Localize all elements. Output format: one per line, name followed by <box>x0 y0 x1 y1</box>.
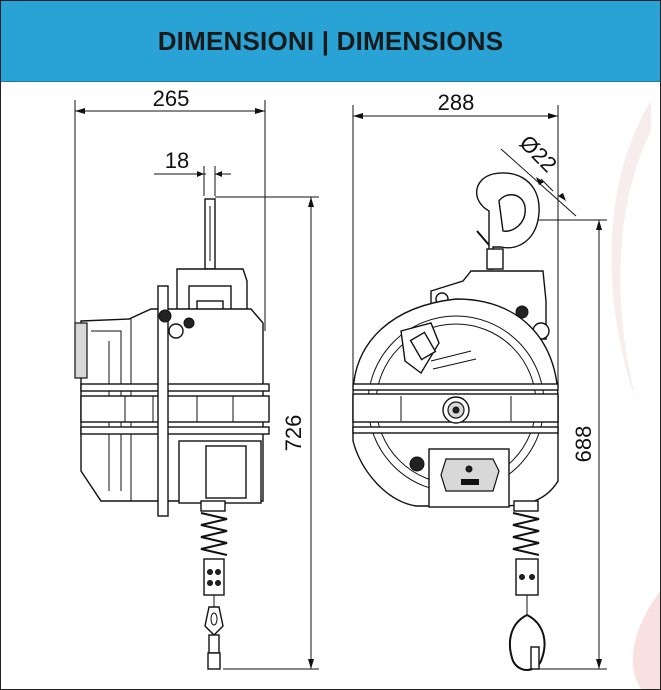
watermark-flame <box>611 101 660 689</box>
title-banner: DIMENSIONI | DIMENSIONS <box>1 1 660 82</box>
side-spring <box>200 500 228 556</box>
side-view <box>74 100 319 670</box>
side-height-label: 726 <box>281 415 306 452</box>
front-view <box>352 105 607 671</box>
hook-width-label: 18 <box>165 148 189 173</box>
page-title: DIMENSIONI | DIMENSIONS <box>157 25 504 56</box>
front-height-label: 688 <box>571 426 596 463</box>
front-spring <box>512 500 540 556</box>
front-width-label: 288 <box>438 90 475 115</box>
hook-diameter-label: Ø22 <box>515 130 562 177</box>
side-width-label: 265 <box>153 86 190 111</box>
